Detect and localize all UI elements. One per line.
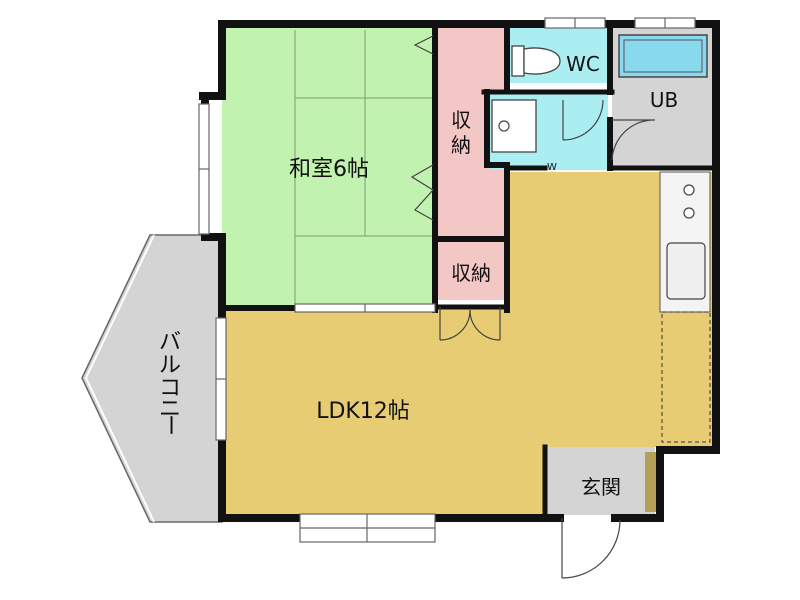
doors: [410, 35, 656, 579]
washitsu-floor: [222, 27, 435, 307]
sink-icon: [666, 242, 706, 300]
wash-basin-icon: [491, 99, 537, 153]
balcony-label: バ ル コ ニ ー: [157, 330, 182, 436]
storage-top-label-1: 収: [451, 108, 471, 132]
fridge-space: [661, 311, 711, 443]
balcony-char: ル: [159, 353, 181, 378]
stove-burner-icon: [683, 207, 695, 219]
balcony-char: ニ: [159, 397, 181, 422]
washer-space-label: W: [547, 162, 557, 173]
stove-burner-icon: [683, 184, 695, 196]
ub-label: UB: [650, 88, 678, 112]
walls: [199, 20, 720, 522]
tatami-seams: [294, 30, 432, 305]
storage-small-floor: [437, 240, 504, 300]
ldk-floor: [222, 172, 712, 515]
washitsu-label: 和室6帖: [289, 157, 369, 182]
shoe-box: [645, 452, 657, 512]
balcony-railing: [84, 234, 155, 523]
storage-small-label: 収納: [451, 261, 491, 285]
entrance-label: 玄関: [581, 475, 621, 499]
balcony-area: [81, 234, 223, 523]
bathtub-icon: [618, 34, 708, 78]
windows: [198, 17, 696, 543]
balcony-char: バ: [159, 330, 181, 355]
balcony-char: ー: [157, 414, 182, 436]
ldk-label: LDK12帖: [316, 399, 410, 424]
toilet-icon: [511, 45, 561, 77]
wc-label: WC: [566, 52, 600, 76]
balcony-char: コ: [159, 376, 181, 401]
entrance-floor: [545, 447, 655, 515]
storage-top-label-2: 納: [451, 133, 471, 157]
